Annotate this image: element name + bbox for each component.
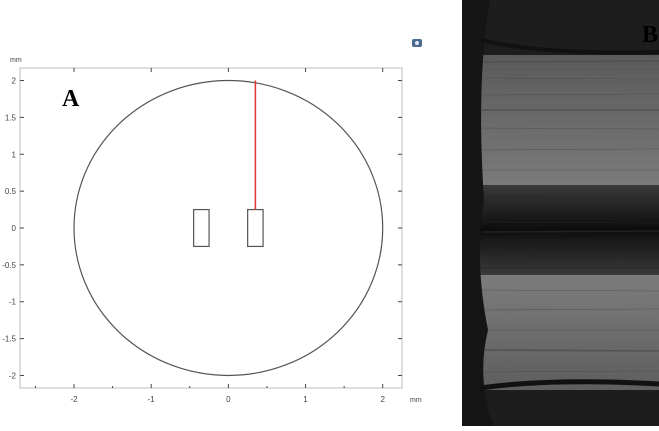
panel-letter-b: B (642, 22, 659, 48)
y-tick-label: -1 (9, 298, 17, 307)
camera-icon[interactable] (412, 39, 422, 47)
photo-streak (481, 260, 659, 263)
x-tick-label: 1 (303, 395, 308, 404)
photo-streak (481, 249, 659, 252)
photo-streak (481, 370, 659, 373)
photo-streak (481, 230, 659, 233)
x-tick-label: -2 (70, 395, 78, 404)
photo-dark-band (462, 185, 659, 275)
boundary-circle (73, 79, 384, 377)
electrode-rect-1 (193, 208, 210, 248)
photo-top-fiber (481, 38, 659, 55)
photo-left-edge (462, 0, 494, 426)
panel-letter-a: A (62, 86, 80, 112)
plot-frame (19, 67, 403, 389)
y-tick-label: 1.5 (5, 113, 17, 122)
photo-bottom-fiber (479, 379, 659, 391)
panel-a-geometry-plot: mm mm -2 -1 0 1 2 2 1.5 1 0.5 0 -0.5 -1 -1.5 -2 A (2, 39, 422, 404)
y-tick-label: -1.5 (2, 335, 16, 344)
y-tick-label: 0.5 (5, 187, 17, 196)
photo-streak (481, 289, 659, 292)
electrode-rect-2 (247, 208, 264, 248)
photo-streak (481, 221, 659, 224)
y-tick-label: -0.5 (2, 261, 16, 270)
photo-streak (481, 202, 659, 205)
micrograph-image (462, 0, 659, 426)
x-unit-label: mm (410, 397, 422, 404)
y-tick-label: 2 (12, 77, 17, 86)
photo-lower-region (462, 275, 659, 390)
photo-streak (481, 349, 659, 352)
x-tick-label: 0 (226, 395, 231, 404)
photo-streak (481, 93, 659, 96)
photo-upper-region (462, 55, 659, 185)
y-tick-label: 0 (12, 224, 17, 233)
photo-streak (481, 60, 659, 63)
y-unit-label: mm (10, 57, 22, 64)
x-tick-label: 2 (380, 395, 385, 404)
plot-svg: mm mm -2 -1 0 1 2 2 1.5 1 0.5 0 -0.5 -1 -1.5 -2 (2, 57, 422, 404)
photo-streak (481, 308, 659, 311)
photo-streak (481, 148, 659, 151)
geometry-plot: mm mm -2 -1 0 1 2 2 1.5 1 0.5 0 -0.5 -1 -1.5 -2 (2, 57, 422, 404)
y-tick-label: -2 (9, 371, 17, 380)
photo-streak (481, 77, 659, 80)
photo-streak (481, 127, 659, 130)
y-tick-label: 1 (12, 150, 17, 159)
panel-b-micrograph (462, 0, 659, 426)
photo-streaks (481, 60, 659, 373)
photo-streak (481, 195, 659, 198)
x-tick-label: -1 (148, 395, 156, 404)
